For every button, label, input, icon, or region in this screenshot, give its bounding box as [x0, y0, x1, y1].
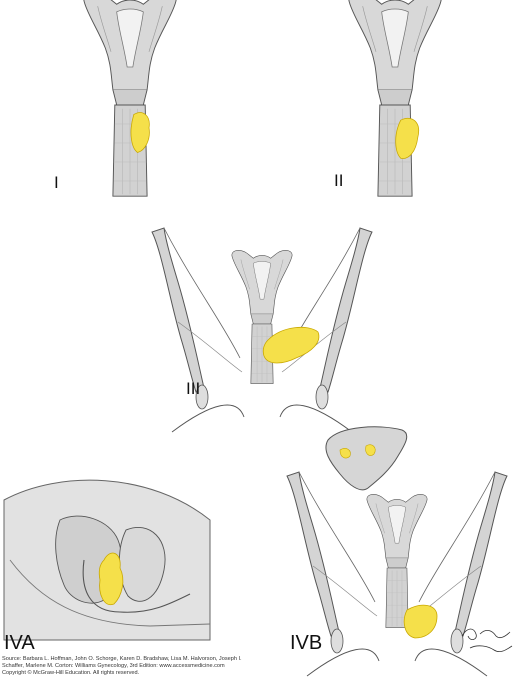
tumor-mass	[403, 604, 438, 639]
source-line: Source: Barbara L. Hoffman, John O. Scho…	[2, 656, 242, 662]
stage-ivb-label: IVB	[290, 632, 323, 654]
stage-iva-label: IVA	[4, 632, 35, 654]
stage-ivb-illustration	[286, 471, 508, 677]
tumor-mass	[395, 117, 420, 159]
stage-iii-illustration	[151, 227, 373, 433]
stage-i-illustration	[83, 0, 177, 197]
artist-signature	[461, 628, 513, 653]
stage-iii-label: III	[186, 379, 201, 398]
stage-i-label: I	[54, 173, 59, 192]
stage-ii-illustration	[348, 0, 442, 197]
copyright-line: Copyright © McGraw-Hill Education. All r…	[2, 670, 140, 676]
stage-iva-illustration	[3, 479, 211, 641]
source-credit: Source: Barbara L. Hoffman, John O. Scho…	[2, 656, 462, 677]
metastatic-nodule	[339, 444, 376, 459]
tumor-mass	[130, 112, 150, 153]
tumor-mass	[262, 326, 320, 364]
stage-ii-label: II	[334, 171, 344, 190]
liver-metastasis-illustration	[325, 426, 408, 491]
source-line: Schaffer, Marlene M. Corton: Williams Gy…	[2, 663, 225, 669]
tumor-mass	[98, 552, 124, 606]
